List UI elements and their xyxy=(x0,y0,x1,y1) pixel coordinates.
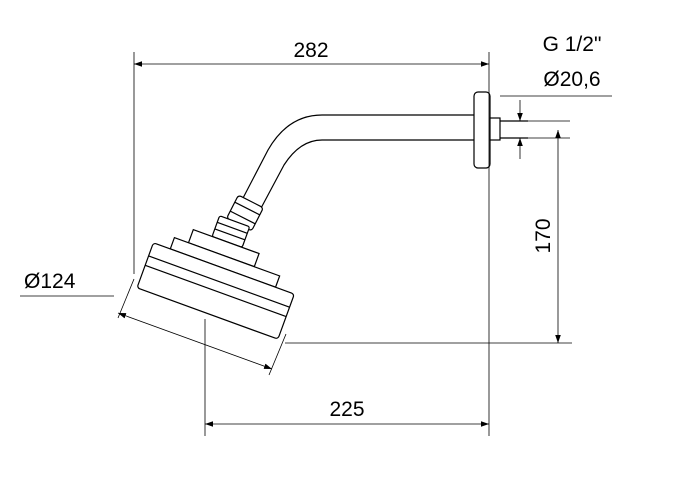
thread-label: G 1/2" xyxy=(543,33,602,56)
dimension-head-diameter: Ø124 xyxy=(20,270,287,376)
dimension-drop-height: 170 xyxy=(532,130,561,343)
dimension-overall-length: 282 xyxy=(134,39,489,67)
dimension-head-offset: 225 xyxy=(205,398,489,427)
shower-arm xyxy=(241,114,474,211)
extension-lines xyxy=(133,52,612,436)
drop-height-label: 170 xyxy=(532,218,555,253)
head-diameter-label: Ø124 xyxy=(24,270,76,293)
shower-head xyxy=(137,215,295,339)
pipe-diameter-label: Ø20,6 xyxy=(543,68,600,91)
wall-flange xyxy=(473,91,528,169)
overall-length-label: 282 xyxy=(293,39,328,62)
dimension-thread: G 1/2" Ø20,6 xyxy=(517,33,602,159)
head-offset-label: 225 xyxy=(329,398,364,421)
